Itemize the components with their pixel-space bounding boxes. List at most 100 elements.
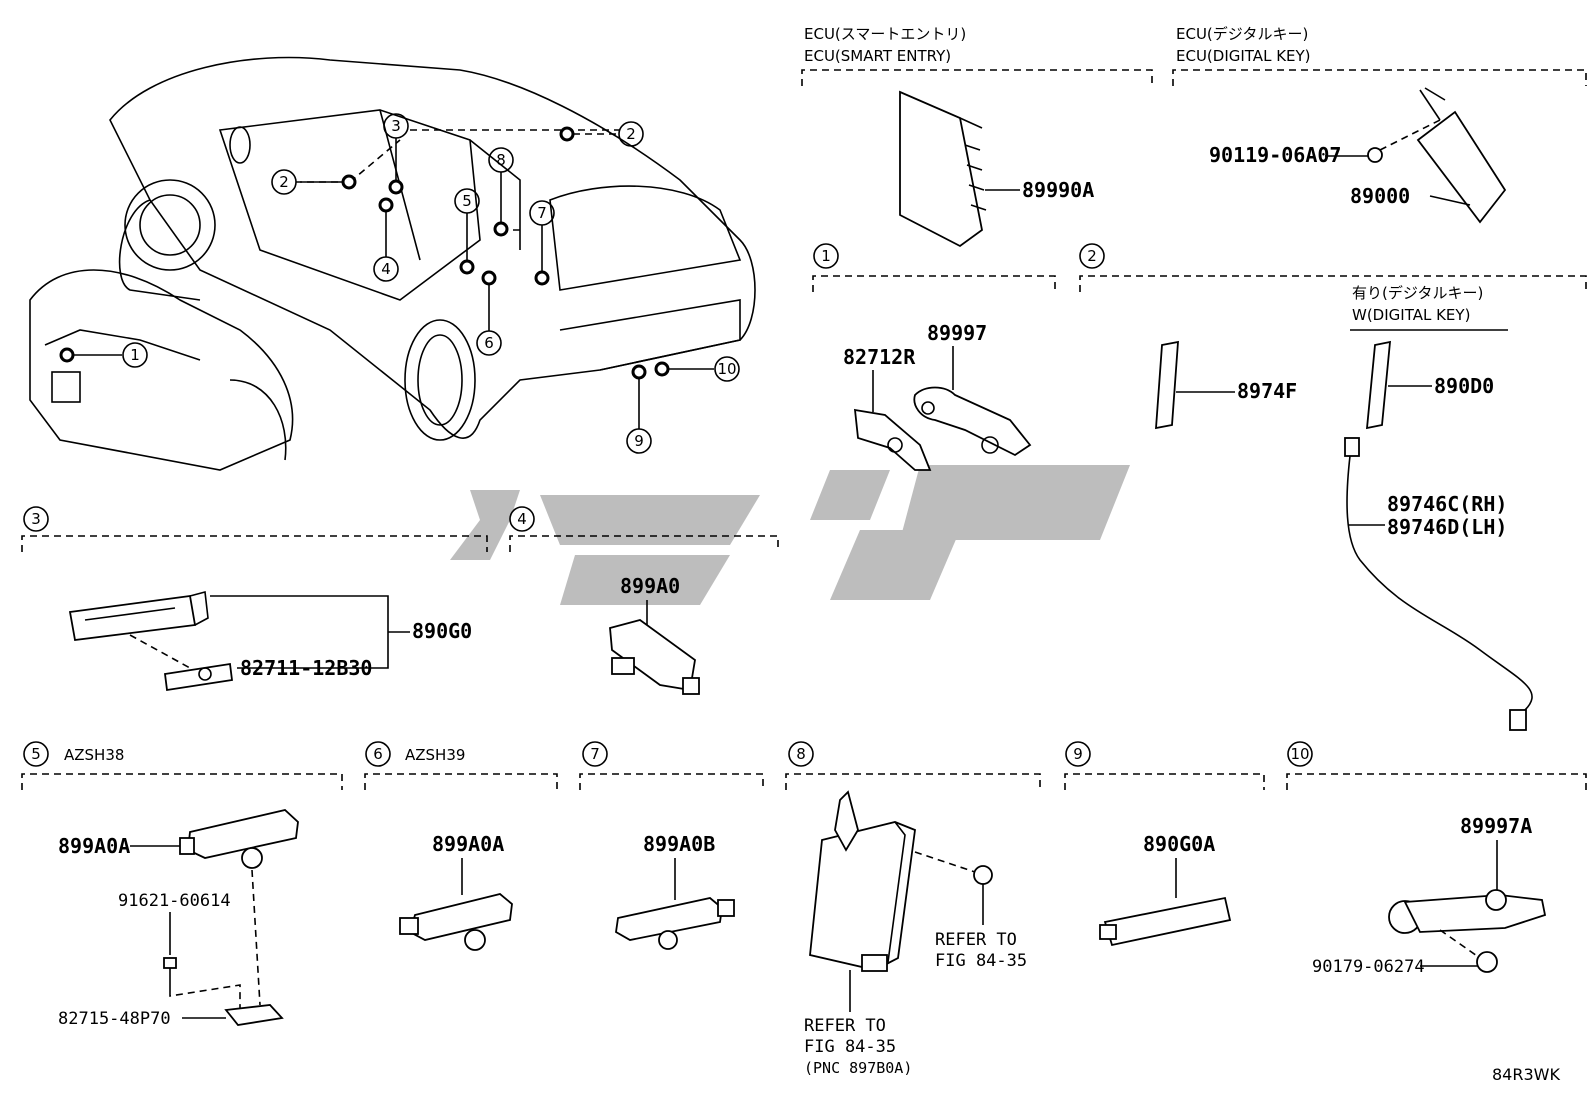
svg-text:FIG 84-35: FIG 84-35 bbox=[935, 951, 1027, 971]
svg-text:82715-48P70: 82715-48P70 bbox=[58, 1009, 171, 1029]
section-ecu-smart-entry: ECU(スマートエントリ) ECU(SMART ENTRY) 89990A bbox=[801, 25, 1153, 248]
figure-id: 84R3WK bbox=[1492, 1065, 1560, 1084]
svg-text:6: 6 bbox=[373, 745, 383, 763]
callout-10: 10 bbox=[654, 356, 740, 382]
section-9: 9 890G0A bbox=[1064, 741, 1265, 947]
svg-text:2: 2 bbox=[279, 173, 289, 191]
vehicle-callouts: 1 2 2 3 4 5 bbox=[59, 113, 740, 454]
part-89997A-sensor bbox=[1388, 889, 1547, 934]
svg-text:82712R: 82712R bbox=[843, 345, 916, 369]
section-ecu-digital-key: ECU(デジタルキー) ECU(DIGITAL KEY) 90119-06A07… bbox=[1172, 25, 1587, 224]
svg-text:890D0: 890D0 bbox=[1434, 374, 1494, 398]
svg-text:899A0: 899A0 bbox=[620, 574, 680, 598]
svg-text:9: 9 bbox=[1073, 745, 1083, 763]
svg-text:89746C(RH): 89746C(RH) bbox=[1387, 492, 1507, 516]
svg-text:899A0A: 899A0A bbox=[432, 832, 504, 856]
part-899A0-antenna bbox=[609, 619, 700, 695]
callout-5: 5 bbox=[454, 188, 480, 275]
svg-text:89746D(LH): 89746D(LH) bbox=[1387, 515, 1507, 539]
callout-7: 7 bbox=[529, 200, 555, 286]
section-1: 1 82712R 89997 bbox=[812, 243, 1056, 471]
svg-text:ECU(デジタルキー): ECU(デジタルキー) bbox=[1176, 25, 1308, 43]
callout-2-interior: 2 bbox=[271, 169, 357, 195]
svg-text:AZSH39: AZSH39 bbox=[405, 746, 465, 764]
svg-text:1: 1 bbox=[821, 247, 831, 265]
svg-text:89990A: 89990A bbox=[1022, 178, 1094, 202]
section-4: 4 899A0 bbox=[509, 506, 779, 695]
part-890D0 bbox=[1365, 340, 1392, 430]
part-890G0A-antenna bbox=[1099, 896, 1232, 947]
svg-text:ECU(SMART ENTRY): ECU(SMART ENTRY) bbox=[804, 47, 951, 65]
svg-text:6: 6 bbox=[484, 334, 494, 352]
section-10: 10 89997A 90179-06274 bbox=[1286, 741, 1587, 977]
callout-8: 8 bbox=[488, 147, 514, 237]
part-89746-cable bbox=[1344, 437, 1533, 731]
svg-text:91621-60614: 91621-60614 bbox=[118, 891, 231, 911]
section-2: 2 有り(デジタルキー) W(DIGITAL KEY) 8974F 890D0 … bbox=[1079, 243, 1587, 731]
svg-text:89997: 89997 bbox=[927, 321, 987, 345]
svg-text:2: 2 bbox=[626, 125, 636, 143]
svg-text:899A0B: 899A0B bbox=[643, 832, 715, 856]
svg-text:AZSH38: AZSH38 bbox=[64, 746, 124, 764]
svg-text:7: 7 bbox=[590, 745, 600, 763]
part-82712R-bracket bbox=[853, 408, 932, 471]
callout-4: 4 bbox=[373, 197, 399, 282]
svg-text:9: 9 bbox=[634, 432, 644, 450]
part-890G0 bbox=[68, 590, 209, 641]
svg-text:1: 1 bbox=[130, 346, 140, 364]
part-91621-bolt bbox=[163, 957, 177, 990]
svg-text:90179-06274: 90179-06274 bbox=[1312, 957, 1425, 977]
svg-text:FIG 84-35: FIG 84-35 bbox=[804, 1037, 896, 1057]
svg-text:4: 4 bbox=[381, 260, 391, 278]
svg-text:3: 3 bbox=[31, 510, 41, 528]
svg-text:899A0A: 899A0A bbox=[58, 834, 130, 858]
section-8: 8 REFER TO FIG 84-35 REFER TO FIG 84-35 … bbox=[785, 741, 1041, 1077]
svg-text:10: 10 bbox=[717, 360, 736, 378]
svg-text:REFER TO: REFER TO bbox=[935, 930, 1017, 950]
part-899A0A-sensor-5 bbox=[179, 809, 299, 869]
svg-text:5: 5 bbox=[31, 745, 41, 763]
section-7: 7 899A0B bbox=[579, 741, 764, 950]
svg-text:82711-12B30: 82711-12B30 bbox=[240, 656, 372, 680]
svg-text:89000: 89000 bbox=[1350, 184, 1410, 208]
svg-text:890G0A: 890G0A bbox=[1143, 832, 1215, 856]
part-82715-clip bbox=[224, 1004, 284, 1026]
svg-text:有り(デジタルキー): 有り(デジタルキー) bbox=[1352, 284, 1483, 302]
svg-text:7: 7 bbox=[537, 204, 547, 222]
svg-text:ECU(スマートエントリ): ECU(スマートエントリ) bbox=[804, 25, 966, 43]
section-5: 5 AZSH38 899A0A 91621-60614 82715-48P70 bbox=[21, 741, 343, 1029]
svg-text:REFER TO: REFER TO bbox=[804, 1016, 886, 1036]
svg-text:8: 8 bbox=[496, 151, 506, 169]
vehicle-illustration bbox=[29, 56, 756, 471]
part-8974F bbox=[1155, 340, 1179, 430]
svg-text:90119-06A07: 90119-06A07 bbox=[1209, 143, 1341, 167]
svg-text:5: 5 bbox=[462, 192, 472, 210]
part-897B0A-module bbox=[809, 790, 916, 972]
svg-text:(PNC 897B0A): (PNC 897B0A) bbox=[804, 1059, 912, 1077]
section-3: 3 890G0 82711-12B30 bbox=[21, 506, 488, 692]
svg-text:89997A: 89997A bbox=[1460, 814, 1532, 838]
ecu-digital-key-unit bbox=[1416, 87, 1507, 224]
svg-text:2: 2 bbox=[1087, 247, 1097, 265]
callout-9: 9 bbox=[626, 364, 652, 454]
section-6: 6 AZSH39 899A0A bbox=[364, 741, 558, 951]
svg-text:8: 8 bbox=[796, 745, 806, 763]
svg-text:8974F: 8974F bbox=[1237, 379, 1297, 403]
part-899A0B-sensor bbox=[615, 897, 735, 950]
svg-text:4: 4 bbox=[517, 510, 527, 528]
part-89997-sensor bbox=[913, 386, 1032, 457]
svg-text:3: 3 bbox=[391, 117, 401, 135]
watermark-logo bbox=[450, 465, 1130, 605]
ecu-smart-entry-unit bbox=[899, 90, 987, 248]
svg-text:ECU(DIGITAL KEY): ECU(DIGITAL KEY) bbox=[1176, 47, 1311, 65]
svg-text:10: 10 bbox=[1290, 745, 1309, 763]
callout-1-front: 1 bbox=[59, 342, 148, 368]
svg-text:890G0: 890G0 bbox=[412, 619, 472, 643]
part-899A0A-sensor-6 bbox=[399, 893, 513, 951]
svg-text:W(DIGITAL KEY): W(DIGITAL KEY) bbox=[1352, 306, 1470, 324]
callout-3: 3 bbox=[383, 113, 409, 195]
callout-2-roof: 2 bbox=[559, 121, 644, 147]
callout-6: 6 bbox=[476, 270, 502, 356]
